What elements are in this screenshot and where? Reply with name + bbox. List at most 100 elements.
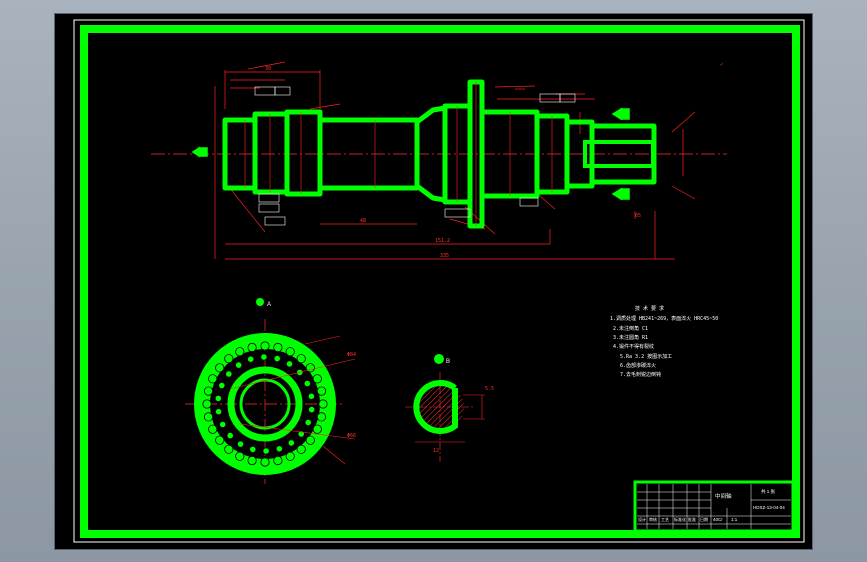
gear-hole — [260, 353, 268, 361]
gear-hole — [215, 435, 225, 445]
section-a-marker — [256, 298, 264, 306]
title-material: 40Cr — [713, 517, 723, 522]
gear-hole — [249, 445, 257, 453]
gear-hole — [235, 361, 243, 369]
section-a-label: A — [267, 302, 271, 308]
gear-hole — [307, 392, 315, 400]
note-line-1: 1.调质处理 HB241~269，表面淬火 HRC45~50 — [610, 315, 718, 322]
shaft-dimension-text: 335 151.2 48 65 30 — [265, 66, 641, 259]
title-label-designer: 设计 — [638, 516, 646, 522]
note-line-5: 5.Ra 3.2 按图示加工 — [620, 353, 672, 360]
cad-viewport[interactable]: 335 151.2 48 65 30 — [55, 14, 812, 549]
note-line-4: 4.锻件不得有裂纹 — [613, 343, 654, 350]
title-block: 中间轴 HDXZ-13-04-04 40Cr 1:1 共 1 张 设计 审核 工… — [633, 480, 795, 533]
gear-hole — [316, 412, 327, 422]
gear-section-view: Φ84 Φ66 A — [185, 298, 356, 484]
gear-hole — [215, 408, 223, 416]
annotation-tag: ✓ — [720, 61, 724, 68]
note-line-2: 2.未注倒角 C1 — [613, 325, 648, 332]
note-line-3: 3.未注圆角 R1 — [613, 334, 648, 341]
gear-hole — [312, 424, 322, 434]
gear-outer-ring — [194, 333, 336, 475]
gear-hole — [308, 405, 316, 414]
gear-hole — [225, 370, 233, 378]
gear-hole — [262, 447, 270, 455]
gear-hole — [203, 412, 214, 422]
gear-hole — [247, 355, 255, 363]
title-part-name: 中间轴 — [715, 492, 732, 500]
title-block-frame — [633, 480, 795, 533]
shaft-keyway — [583, 140, 655, 168]
gear-hole — [208, 374, 218, 384]
gear-hub-ring — [227, 366, 303, 442]
gear-hole — [273, 455, 283, 466]
notes-title: 技 术 要 求 — [635, 305, 664, 312]
note-line-6: 6.齿部渗碳淬火 — [620, 362, 656, 369]
keyway-section-view: 5.5 12 B — [405, 354, 494, 462]
gear-hole — [303, 379, 311, 388]
section-b-marker — [434, 354, 444, 364]
gear-hole — [285, 360, 294, 368]
gear-hole — [224, 444, 234, 454]
title-label-standard: 标准化 — [674, 516, 686, 522]
gear-hole — [260, 457, 270, 467]
gear-hole — [296, 444, 306, 454]
gear-hole — [219, 420, 227, 429]
gear-hole — [316, 386, 327, 396]
gear-hole — [273, 342, 283, 353]
drawing-frame — [80, 25, 800, 538]
title-label-date: 日期 — [700, 516, 708, 522]
gear-hole — [247, 455, 257, 466]
gear-hole — [287, 439, 295, 447]
gear-hole — [208, 424, 218, 434]
gear-hole — [260, 341, 270, 351]
gear-hole — [236, 440, 245, 448]
title-label-approve: 批准 — [688, 516, 696, 522]
gear-hole — [235, 451, 245, 461]
gear-hole — [285, 347, 295, 357]
gear-hole — [312, 374, 322, 384]
cad-drawing: 335 151.2 48 65 30 — [73, 19, 805, 543]
gear-hole — [304, 418, 312, 427]
dim-length-3: 65 — [635, 213, 641, 219]
gear-hole — [202, 399, 212, 409]
title-label-checker: 审核 — [649, 516, 657, 522]
shaft-dimension-lines — [214, 61, 696, 260]
gear-hole — [275, 445, 283, 453]
gear-hole — [296, 354, 306, 364]
dim-length-2: 48 — [360, 218, 366, 224]
gear-hole — [226, 431, 234, 440]
gear-hole — [318, 399, 328, 409]
gear-hole — [247, 342, 257, 353]
technical-notes: 技 术 要 求 1.调质处理 HB241~269，表面淬火 HRC45~50 2… — [610, 305, 718, 378]
title-sheet: 共 1 张 — [761, 488, 776, 495]
gear-hole — [235, 347, 245, 357]
title-scale: 1:1 — [731, 517, 738, 522]
shaft-main-view: 335 151.2 48 65 30 — [151, 61, 727, 260]
surface-finish-symbols — [191, 107, 630, 201]
gear-dimension-lines — [229, 335, 356, 465]
gear-hole — [305, 363, 315, 373]
section-b-outline — [413, 380, 458, 434]
tolerance-frames — [254, 86, 576, 226]
gear-hole — [218, 381, 226, 390]
drawing-outer-border — [73, 19, 805, 543]
gear-hole — [214, 394, 222, 402]
shaft-inner-lines — [244, 82, 553, 226]
dim-length-4: 30 — [265, 66, 271, 72]
title-drawing-no: HDXZ-13-04-04 — [753, 505, 785, 510]
keyway-depth-label: 5.5 — [485, 386, 494, 392]
gear-hole — [285, 451, 295, 461]
title-block-grid — [637, 484, 791, 529]
gear-holes — [202, 341, 328, 467]
gear-od-label: Φ84 — [347, 352, 356, 358]
gear-hole — [305, 435, 315, 445]
title-label-process: 工艺 — [661, 517, 669, 522]
gear-hole — [215, 363, 225, 373]
keyway-width-label: 12 — [433, 448, 439, 454]
gear-hole — [273, 354, 281, 363]
section-b-label: B — [446, 359, 450, 365]
note-line-7: 7.去毛刺锐边倒钝 — [620, 371, 661, 378]
gear-bore — [239, 378, 291, 430]
gear-pcd-label: Φ66 — [347, 433, 356, 439]
